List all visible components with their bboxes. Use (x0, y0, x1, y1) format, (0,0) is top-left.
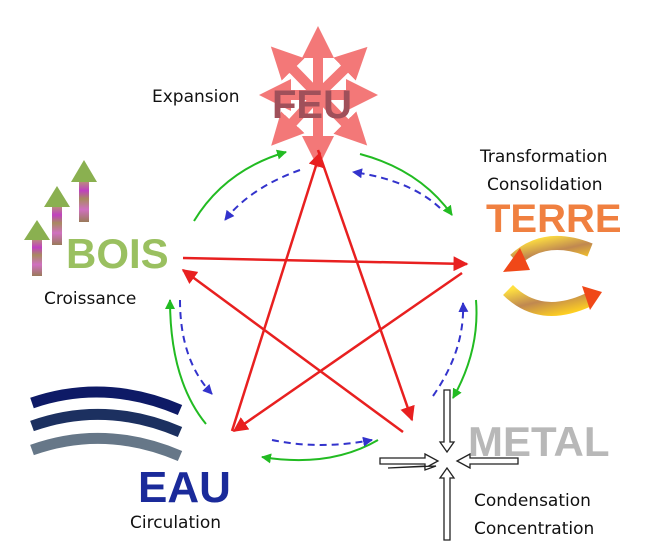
earth-label: TERRE (486, 197, 622, 241)
fire-caption: Expansion (152, 87, 240, 107)
metal-label: METAL (468, 418, 610, 465)
earth-cycle-icon (503, 235, 602, 316)
fire-label: FEU (272, 83, 352, 127)
fire-burst-icon (258, 25, 379, 169)
reverse-cycle (179, 168, 469, 447)
earth-caption-line2: Consolidation (487, 175, 603, 195)
wood-sprouts-icon (24, 160, 97, 276)
wood-caption: Croissance (44, 289, 136, 309)
water-label: EAU (138, 463, 231, 512)
generation-cycle (165, 149, 478, 464)
water-waves-icon (30, 386, 183, 462)
metal-caption-line2: Concentration (474, 519, 594, 539)
water-caption: Circulation (130, 513, 221, 533)
metal-compression-icon (379, 389, 519, 541)
earth-caption-line1: Transformation (479, 147, 608, 167)
control-star (181, 149, 469, 434)
wood-label: BOIS (66, 230, 169, 277)
metal-caption-line1: Condensation (474, 491, 591, 511)
